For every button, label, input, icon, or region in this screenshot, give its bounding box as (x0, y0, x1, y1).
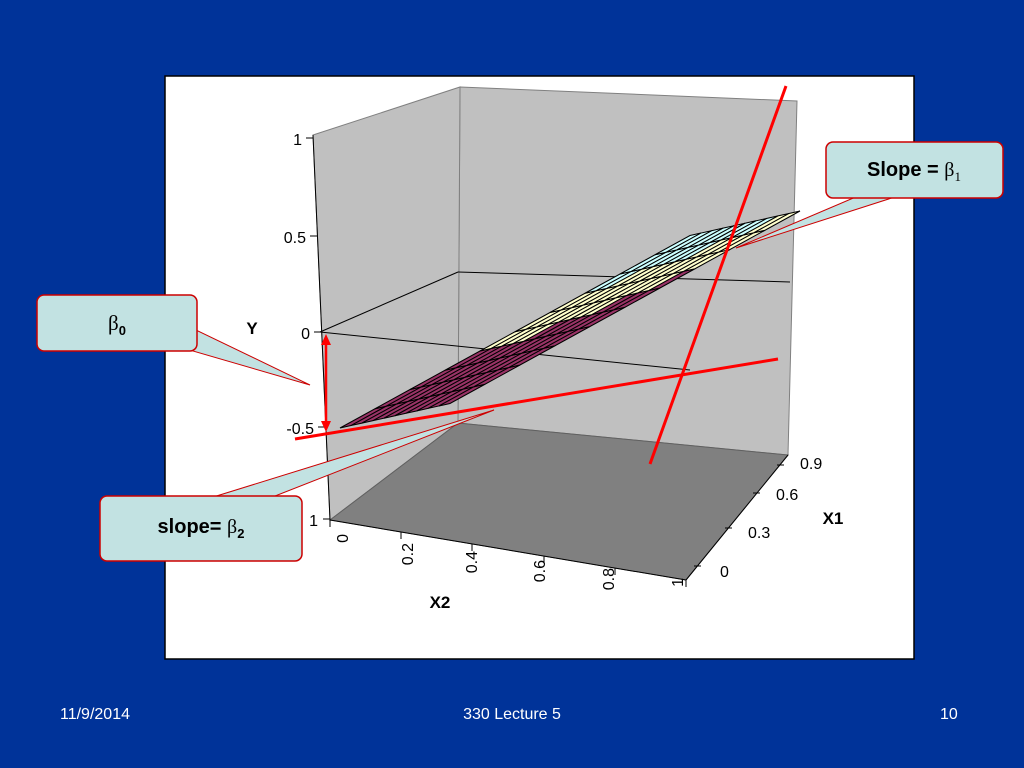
x2-tick: 0 (329, 520, 352, 543)
x2-axis-line (329, 519, 687, 581)
beta-symbol: β (227, 516, 237, 538)
y-axis-ticks: 1 0.5 0 -0.5 1 (284, 132, 330, 530)
callout-text: slope= β2 (158, 516, 245, 541)
x1-axis-ticks: 0.9 0.6 0.3 0 (694, 456, 822, 581)
x1-tick: 0.3 (725, 525, 770, 542)
y-tick: 1 (293, 132, 313, 149)
y-tick: 0.5 (284, 230, 317, 247)
y-axis-line (312, 134, 331, 521)
beta-subscript: 0 (119, 323, 126, 338)
y-tick: 0 (301, 326, 321, 343)
x2-tick-label: 0 (335, 534, 352, 543)
x2-tick: 0.8 (601, 568, 618, 590)
x1-tick-label: 0.9 (800, 456, 822, 473)
x1-tick-label: 0.6 (776, 487, 798, 504)
x2-tick-label: 1 (670, 578, 687, 587)
beta-symbol: β (108, 311, 119, 335)
x2-tick: 1 (670, 578, 687, 587)
x1-axis-title: X1 (823, 509, 844, 528)
surface-cell (753, 210, 801, 234)
callout-text: β0 (108, 311, 126, 338)
beta-subscript: 2 (237, 526, 244, 541)
x2-tick-label: 0.2 (400, 543, 417, 565)
footer-page-number: 10 (940, 706, 958, 723)
x2-tick: 0.4 (464, 544, 481, 573)
beta1-slope-line (648, 85, 788, 465)
y-tick-label: 0 (301, 326, 310, 343)
x2-tick-label: 0.8 (601, 568, 618, 590)
zero-plane-left-edge (319, 271, 459, 333)
callout-box (825, 141, 1004, 199)
beta2-slope-line (294, 357, 779, 441)
callout-slope-beta2: slope= β2 (99, 409, 495, 562)
x2-tick-label: 0.4 (464, 551, 481, 573)
x1-tick: 0 (694, 564, 729, 581)
x1-tick: 0.6 (753, 487, 798, 504)
callout-box (99, 495, 303, 562)
x1-axis-line (685, 454, 789, 581)
x2-axis-ticks: 0 0.2 0.4 0.6 0.8 1 (329, 520, 687, 590)
x2-axis-title: X2 (430, 593, 451, 612)
beta0-arrow-head-bottom (321, 421, 331, 432)
y-tick-label: 1 (309, 513, 318, 530)
x2-tick: 0.2 (400, 532, 417, 565)
y-tick: 1 (309, 513, 330, 530)
beta-symbol: β (944, 159, 954, 181)
callout-beta0: β0 (36, 294, 311, 386)
y-axis-title: Y (246, 319, 258, 338)
callout-label: slope= (158, 516, 227, 538)
x1-tick-label: 0.3 (748, 525, 770, 542)
x2-tick: 0.6 (532, 556, 549, 582)
y-tick-label: -0.5 (286, 421, 314, 438)
callout-label: Slope = (867, 159, 944, 181)
x1-tick: 0.9 (777, 456, 822, 473)
x1-tick-label: 0 (720, 564, 729, 581)
x2-tick-label: 0.6 (532, 560, 549, 582)
y-tick-label: 0.5 (284, 230, 306, 247)
callout-slope-beta1: Slope = β1 (735, 141, 1004, 249)
beta-subscript: 1 (954, 169, 961, 184)
footer-date: 11/9/2014 (60, 706, 130, 723)
beta0-arrow-head-top (321, 334, 331, 345)
callout-text: Slope = β1 (867, 159, 961, 184)
y-tick-label: 1 (293, 132, 302, 149)
callout-box (36, 294, 198, 352)
footer-course: 330 Lecture 5 (463, 706, 561, 723)
